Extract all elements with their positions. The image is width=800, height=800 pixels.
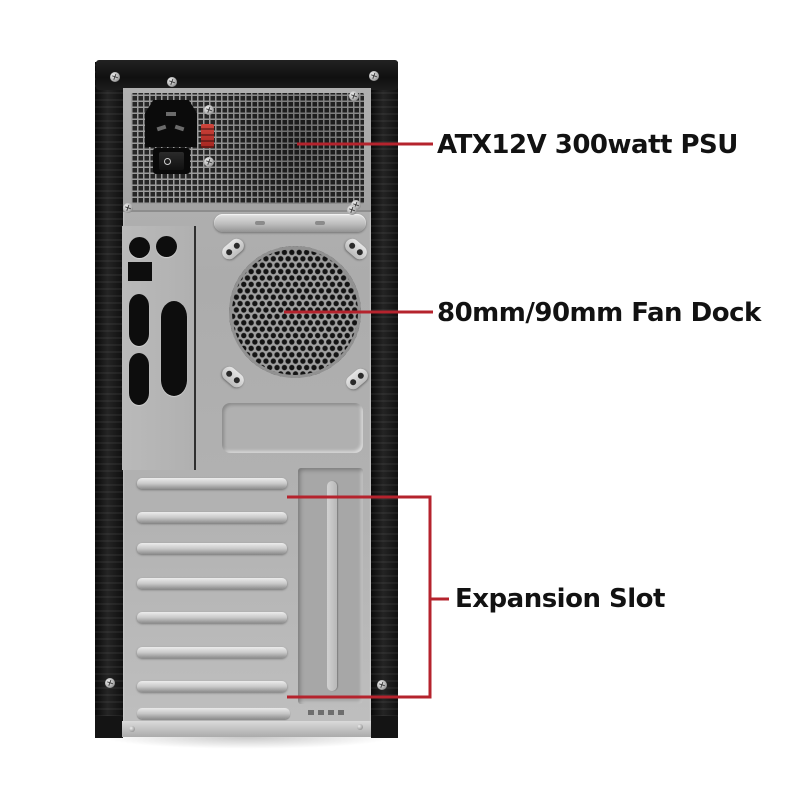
screw-icon [123,203,133,213]
stamped-vent-bar [214,214,366,232]
case-top-bar [96,60,398,90]
expansion-slot-cover [137,512,287,523]
vent-bar-notch [315,221,325,225]
expansion-slot-cover [137,578,287,589]
serial-port [129,294,149,346]
power-switch-paddle [159,152,184,170]
expansion-slot-cover [137,647,287,658]
ac-inlet-pin [166,112,176,116]
expansion-slot-cover [137,478,287,489]
io-port-square [128,262,152,281]
expansion-slot-cover [137,681,287,692]
case-foot [371,716,398,738]
bolt-hole [129,726,135,732]
screw-icon [105,678,115,688]
bottom-vent-dashes [308,710,348,715]
bolt-hole [357,724,363,730]
case-right-rail [371,62,398,738]
label-fan-dock: 80mm/90mm Fan Dock [437,298,761,328]
screw-icon [347,205,357,215]
fan-mount-hole [232,241,242,251]
power-switch-marking [164,158,171,165]
knockout-plate [222,403,363,453]
screw-icon [377,680,387,690]
screw-icon [167,77,177,87]
voltage-selector [201,124,214,148]
case-drop-shadow [102,737,394,749]
power-switch [153,148,190,174]
fan-dock-grille [229,246,361,378]
fan-mount-hole [224,247,234,257]
ac-power-inlet [145,100,197,147]
screw-icon [204,105,214,115]
case-foot [95,716,122,738]
fan-mount-hole [348,377,358,387]
bottom-stamped-rib [137,708,290,719]
screw-icon [351,200,361,210]
ps2-port [129,237,150,258]
fan-mount-hole [232,375,242,385]
expansion-slot-cover [137,612,287,623]
screw-icon [369,71,379,81]
screw-icon [110,72,120,82]
vent-bar-notch [255,221,265,225]
open-slot-column [298,468,363,704]
case-left-rail [95,62,123,738]
label-expansion-slot: Expansion Slot [455,584,665,614]
vertical-slot-emboss [327,481,337,691]
ps2-port [156,236,177,257]
fan-mount-hole [355,247,365,257]
parallel-port [161,301,187,396]
serial-port [129,353,149,405]
ac-inlet-pin [174,124,185,132]
fan-mount-hole [347,241,357,251]
fan-mount-hole [224,369,234,379]
fan-mount-hole [356,371,366,381]
screw-icon [349,91,359,101]
ac-inlet-pin [156,124,167,132]
screw-icon [204,157,214,167]
case-bottom-strip [122,721,371,737]
label-psu: ATX12V 300watt PSU [437,130,738,160]
expansion-slot-cover [137,543,287,554]
